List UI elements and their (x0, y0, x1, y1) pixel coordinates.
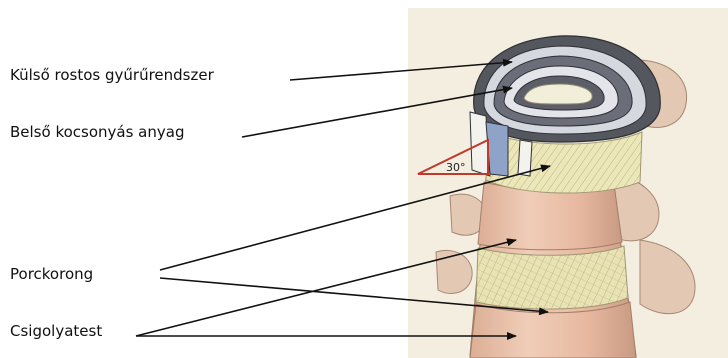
label-outer-ring: Külső rostos gyűrűrendszer (10, 66, 214, 84)
disc-cross-section (470, 36, 660, 193)
label-disc: Porckorong (10, 265, 93, 283)
label-vertebral-body: Csigolyatest (10, 322, 102, 340)
label-inner-gel: Belső kocsonyás anyag (10, 123, 184, 141)
vertebral-column (470, 174, 636, 358)
angle-label: 30° (446, 161, 466, 174)
